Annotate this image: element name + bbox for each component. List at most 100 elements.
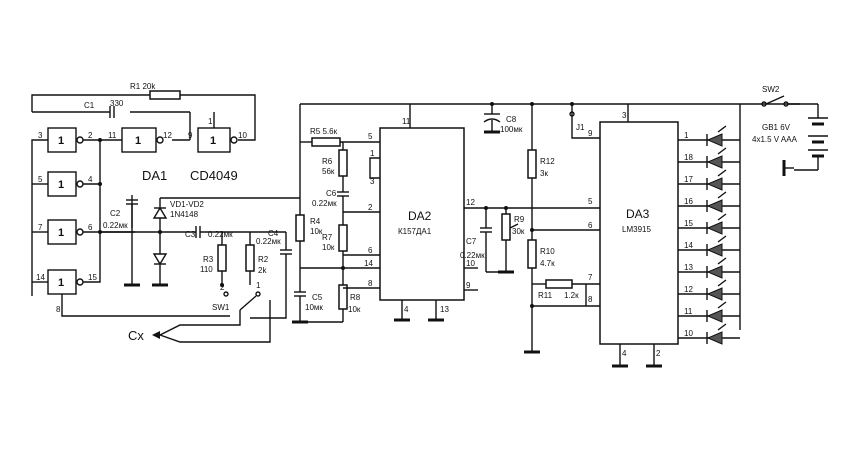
- svg-text:7: 7: [38, 223, 43, 232]
- svg-text:C6: C6: [326, 189, 337, 198]
- svg-text:R4: R4: [310, 217, 321, 226]
- r4-resistor: [295, 214, 305, 242]
- svg-text:8: 8: [368, 279, 373, 288]
- svg-text:R2: R2: [258, 255, 269, 264]
- cx-label: Cx: [128, 328, 144, 343]
- da2-chip: [379, 127, 465, 301]
- inverter-gate: [47, 269, 77, 295]
- led-pin-label: 11: [684, 307, 693, 316]
- da3-label: DA3: [626, 207, 650, 221]
- svg-text:R9: R9: [514, 215, 525, 224]
- svg-text:VD1-VD2: VD1-VD2: [170, 200, 204, 209]
- gate-label: 1: [58, 135, 64, 147]
- sw1-label: SW1: [212, 303, 230, 312]
- da2-label: DA2: [408, 209, 432, 223]
- svg-text:12: 12: [163, 131, 172, 140]
- led-diode: [706, 331, 723, 345]
- svg-text:R12: R12: [540, 157, 555, 166]
- svg-text:10: 10: [238, 131, 247, 140]
- led-row: 15: [678, 213, 740, 235]
- led-pin-label: 15: [684, 219, 693, 228]
- svg-text:14: 14: [364, 259, 373, 268]
- svg-text:R11: R11: [538, 291, 553, 300]
- led-pin-label: 13: [684, 263, 693, 272]
- gate-label: 1: [58, 227, 64, 239]
- led-row: 16: [678, 191, 740, 213]
- da2-part: К157ДА1: [398, 227, 432, 236]
- svg-text:8: 8: [588, 295, 593, 304]
- r10-resistor: [527, 239, 537, 269]
- svg-text:1N4148: 1N4148: [170, 210, 199, 219]
- svg-text:6: 6: [368, 246, 373, 255]
- da3-chip: [599, 121, 679, 345]
- svg-text:10к: 10к: [322, 243, 335, 252]
- gate-label: 1: [210, 135, 216, 147]
- led-pin-label: 14: [684, 241, 693, 250]
- led-row: 1: [678, 125, 740, 147]
- svg-text:C7: C7: [466, 237, 477, 246]
- svg-text:4: 4: [404, 305, 409, 314]
- r3-resistor: [217, 244, 227, 272]
- c1-label: C1: [84, 101, 95, 110]
- da3-part: LM3915: [622, 225, 651, 234]
- svg-text:C5: C5: [312, 293, 323, 302]
- svg-text:10мк: 10мк: [305, 303, 323, 312]
- svg-text:R6: R6: [322, 157, 333, 166]
- svg-text:3: 3: [370, 177, 375, 186]
- r1-resistor: [149, 90, 181, 100]
- led-diode: [706, 199, 723, 213]
- svg-text:3: 3: [622, 111, 627, 120]
- led-row: 17: [678, 169, 740, 191]
- svg-text:R10: R10: [540, 247, 555, 256]
- r2-resistor: [245, 244, 255, 272]
- svg-text:8: 8: [56, 305, 61, 314]
- svg-text:3к: 3к: [540, 169, 548, 178]
- led-pin-label: 12: [684, 285, 693, 294]
- sw2-label: SW2: [762, 85, 780, 94]
- svg-text:3: 3: [38, 131, 43, 140]
- svg-text:11: 11: [108, 131, 117, 140]
- gate-label: 1: [58, 277, 64, 289]
- da1-label: DA1: [142, 168, 167, 183]
- svg-text:0.22мк: 0.22мк: [460, 251, 485, 260]
- c1-value: 330: [110, 99, 124, 108]
- svg-text:C2: C2: [110, 209, 121, 218]
- svg-text:5: 5: [368, 132, 373, 141]
- led-row: 14: [678, 235, 740, 257]
- svg-text:14: 14: [36, 273, 45, 282]
- inverter-gate: [121, 127, 157, 153]
- svg-text:1: 1: [256, 281, 261, 290]
- led-pin-label: 16: [684, 197, 693, 206]
- gb1-value: 4x1.5 V AAA: [752, 135, 798, 144]
- svg-text:0.22мк: 0.22мк: [256, 237, 281, 246]
- svg-text:9: 9: [466, 281, 471, 290]
- r11-resistor: [545, 279, 573, 289]
- svg-text:6: 6: [88, 223, 93, 232]
- svg-text:11: 11: [402, 117, 411, 126]
- led-diode: [706, 221, 723, 235]
- r12-resistor: [527, 149, 537, 179]
- svg-text:10к: 10к: [348, 305, 361, 314]
- svg-text:2: 2: [368, 203, 373, 212]
- led-diode: [706, 287, 723, 301]
- svg-text:10к: 10к: [310, 227, 323, 236]
- svg-text:4: 4: [622, 349, 627, 358]
- led-pin-label: 10: [684, 329, 693, 338]
- led-diode: [706, 265, 723, 279]
- svg-text:4: 4: [88, 175, 93, 184]
- led-row: 11: [678, 301, 740, 323]
- svg-text:C3: C3: [185, 230, 196, 239]
- power-section: SW2 GB1 6V 4x1.5 V AAA: [752, 85, 828, 176]
- svg-text:9: 9: [188, 131, 193, 140]
- led-row: 10: [678, 323, 740, 345]
- r9-resistor: [501, 213, 511, 241]
- led-pin-label: 17: [684, 175, 693, 184]
- svg-text:110: 110: [200, 265, 213, 274]
- led-diode: [706, 133, 723, 147]
- led-pin-label: 1: [684, 131, 689, 140]
- svg-text:6: 6: [588, 221, 593, 230]
- led-diode: [706, 243, 723, 257]
- svg-text:4.7к: 4.7к: [540, 259, 555, 268]
- da3-section: R12 3к R10 4.7к R11 1.2к J1 DA3 LM3915 3…: [524, 102, 679, 368]
